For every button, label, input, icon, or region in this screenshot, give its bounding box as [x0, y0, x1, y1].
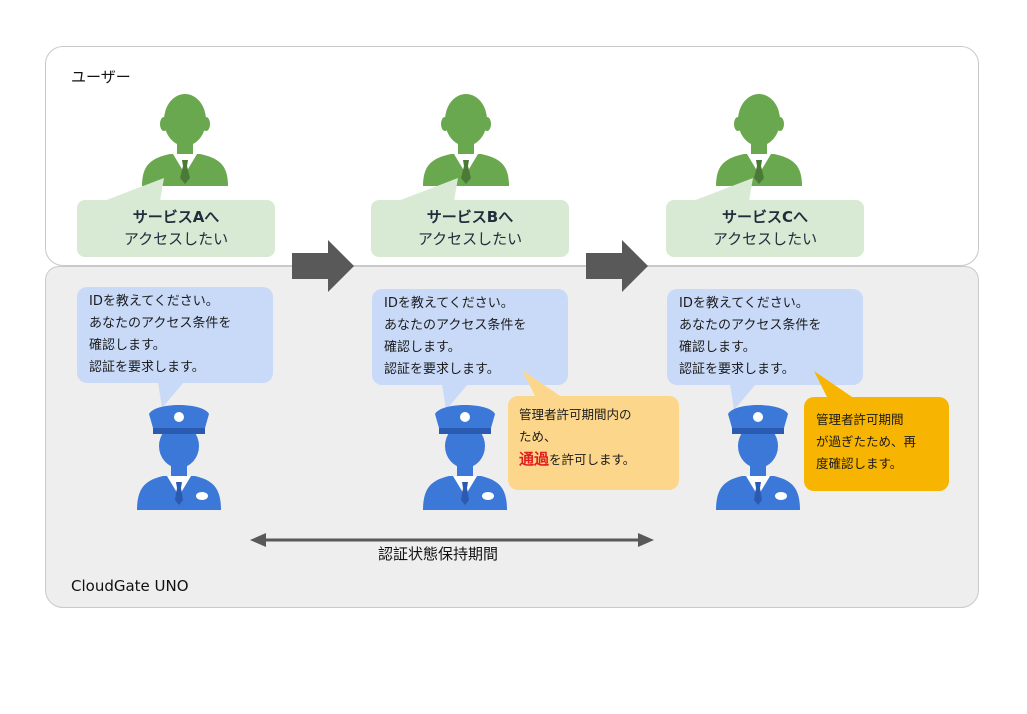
bubble-tail	[158, 382, 184, 408]
guard-message-line: 確認します。	[89, 338, 166, 353]
guard-message-line: 確認します。	[679, 340, 756, 355]
reauth-note: 管理者許可期間 が過ぎたため、再 度確認します。	[804, 397, 949, 491]
guard-message-line: あなたのアクセス条件を	[679, 318, 822, 333]
request-service: サービスAへ	[132, 208, 220, 226]
pass-permission-note: 管理者許可期間内の ため、 通過を許可します。	[508, 396, 679, 490]
note-tail	[522, 370, 566, 402]
user-person-icon	[140, 84, 230, 186]
request-bubble-service-b: サービスBへ アクセスしたい	[371, 200, 569, 257]
bubble-tail	[398, 178, 458, 201]
user-area-label: ユーザー	[71, 68, 131, 86]
guard-message-bubble: IDを教えてください。 あなたのアクセス条件を 確認します。 認証を要求します。	[372, 289, 568, 385]
bubble-tail	[104, 178, 164, 201]
guard-officer-icon	[421, 400, 509, 510]
note-line: ため、	[519, 429, 557, 444]
note-line: が過ぎたため、再	[816, 434, 917, 449]
guard-message-line: IDを教えてください。	[679, 296, 809, 311]
right-arrow-icon	[586, 240, 648, 292]
note-line: 通過を許可します。	[519, 448, 673, 471]
note-line: 度確認します。	[816, 456, 903, 471]
guard-officer-icon	[714, 400, 802, 510]
guard-message-line: 認証を要求します。	[679, 362, 795, 377]
guard-message-line: 確認します。	[384, 340, 461, 355]
guard-message-line: 認証を要求します。	[384, 362, 500, 377]
cloudgate-area-label: CloudGate UNO	[71, 577, 189, 595]
user-person-icon	[714, 84, 804, 186]
request-service: サービスCへ	[721, 208, 808, 226]
note-line-rest: を許可します。	[549, 452, 636, 467]
bubble-tail	[730, 384, 756, 410]
request-bubble-service-a: サービスAへ アクセスしたい	[77, 200, 275, 257]
request-action: アクセスしたい	[712, 230, 818, 248]
guard-officer-icon	[135, 400, 223, 510]
guard-message-line: IDを教えてください。	[384, 296, 514, 311]
request-action: アクセスしたい	[123, 230, 229, 248]
note-line: 管理者許可期間内の	[519, 407, 632, 422]
user-person-icon	[421, 84, 511, 186]
double-arrow-icon	[250, 533, 654, 547]
request-bubble-service-c: サービスCへ アクセスしたい	[666, 200, 864, 257]
guard-message-line: IDを教えてください。	[89, 294, 219, 309]
note-line: 管理者許可期間	[816, 412, 904, 427]
request-action: アクセスしたい	[417, 230, 523, 248]
retention-period-label: 認証状態保持期間	[378, 545, 499, 563]
right-arrow-icon	[292, 240, 354, 292]
guard-message-line: あなたのアクセス条件を	[384, 318, 527, 333]
guard-message-bubble: IDを教えてください。 あなたのアクセス条件を 確認します。 認証を要求します。	[77, 287, 273, 383]
bubble-tail	[693, 178, 753, 201]
note-tail	[814, 371, 858, 403]
guard-message-bubble: IDを教えてください。 あなたのアクセス条件を 確認します。 認証を要求します。	[667, 289, 863, 385]
pass-highlight: 通過	[519, 450, 550, 468]
guard-message-line: あなたのアクセス条件を	[89, 316, 232, 331]
bubble-tail	[442, 384, 468, 410]
request-service: サービスBへ	[426, 208, 514, 226]
guard-message-line: 認証を要求します。	[89, 360, 205, 375]
